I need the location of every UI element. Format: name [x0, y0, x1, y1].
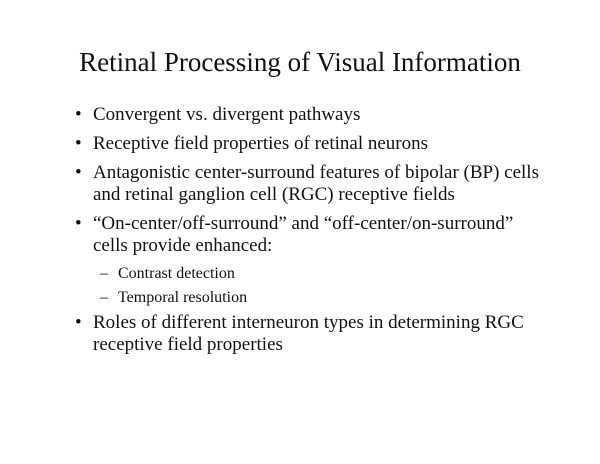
bullet-item: • Antagonistic center-surround features … [75, 162, 600, 206]
bullet-marker-icon: • [75, 312, 82, 333]
bullet-text: “On-center/off-surround” and “off-center… [93, 213, 514, 256]
slide-title: Retinal Processing of Visual Information [79, 47, 521, 77]
sub-bullet-text: Contrast detection [118, 265, 235, 282]
dash-marker-icon: – [100, 289, 108, 306]
bullet-marker-icon: • [75, 133, 82, 154]
bullet-text: Antagonistic center-surround features of… [93, 162, 539, 205]
bullet-item: • “On-center/off-surround” and “off-cent… [75, 213, 600, 257]
sub-bullet-item: – Temporal resolution [100, 288, 600, 307]
bullet-item: • Roles of different interneuron types i… [75, 312, 600, 356]
bullet-text: Convergent vs. divergent pathways [93, 104, 361, 125]
bullet-text: Roles of different interneuron types in … [93, 312, 524, 355]
sub-bullet-item: – Contrast detection [100, 264, 600, 283]
bullet-marker-icon: • [75, 162, 82, 183]
bullet-marker-icon: • [75, 213, 82, 234]
bullet-marker-icon: • [75, 104, 82, 125]
bullet-item: • Receptive field properties of retinal … [75, 133, 600, 155]
sub-bullet-text: Temporal resolution [118, 289, 248, 306]
bullet-text: Receptive field properties of retinal ne… [93, 133, 429, 154]
bullet-list: • Convergent vs. divergent pathways • Re… [0, 104, 600, 356]
dash-marker-icon: – [100, 265, 108, 282]
bullet-item: • Convergent vs. divergent pathways [75, 104, 600, 126]
